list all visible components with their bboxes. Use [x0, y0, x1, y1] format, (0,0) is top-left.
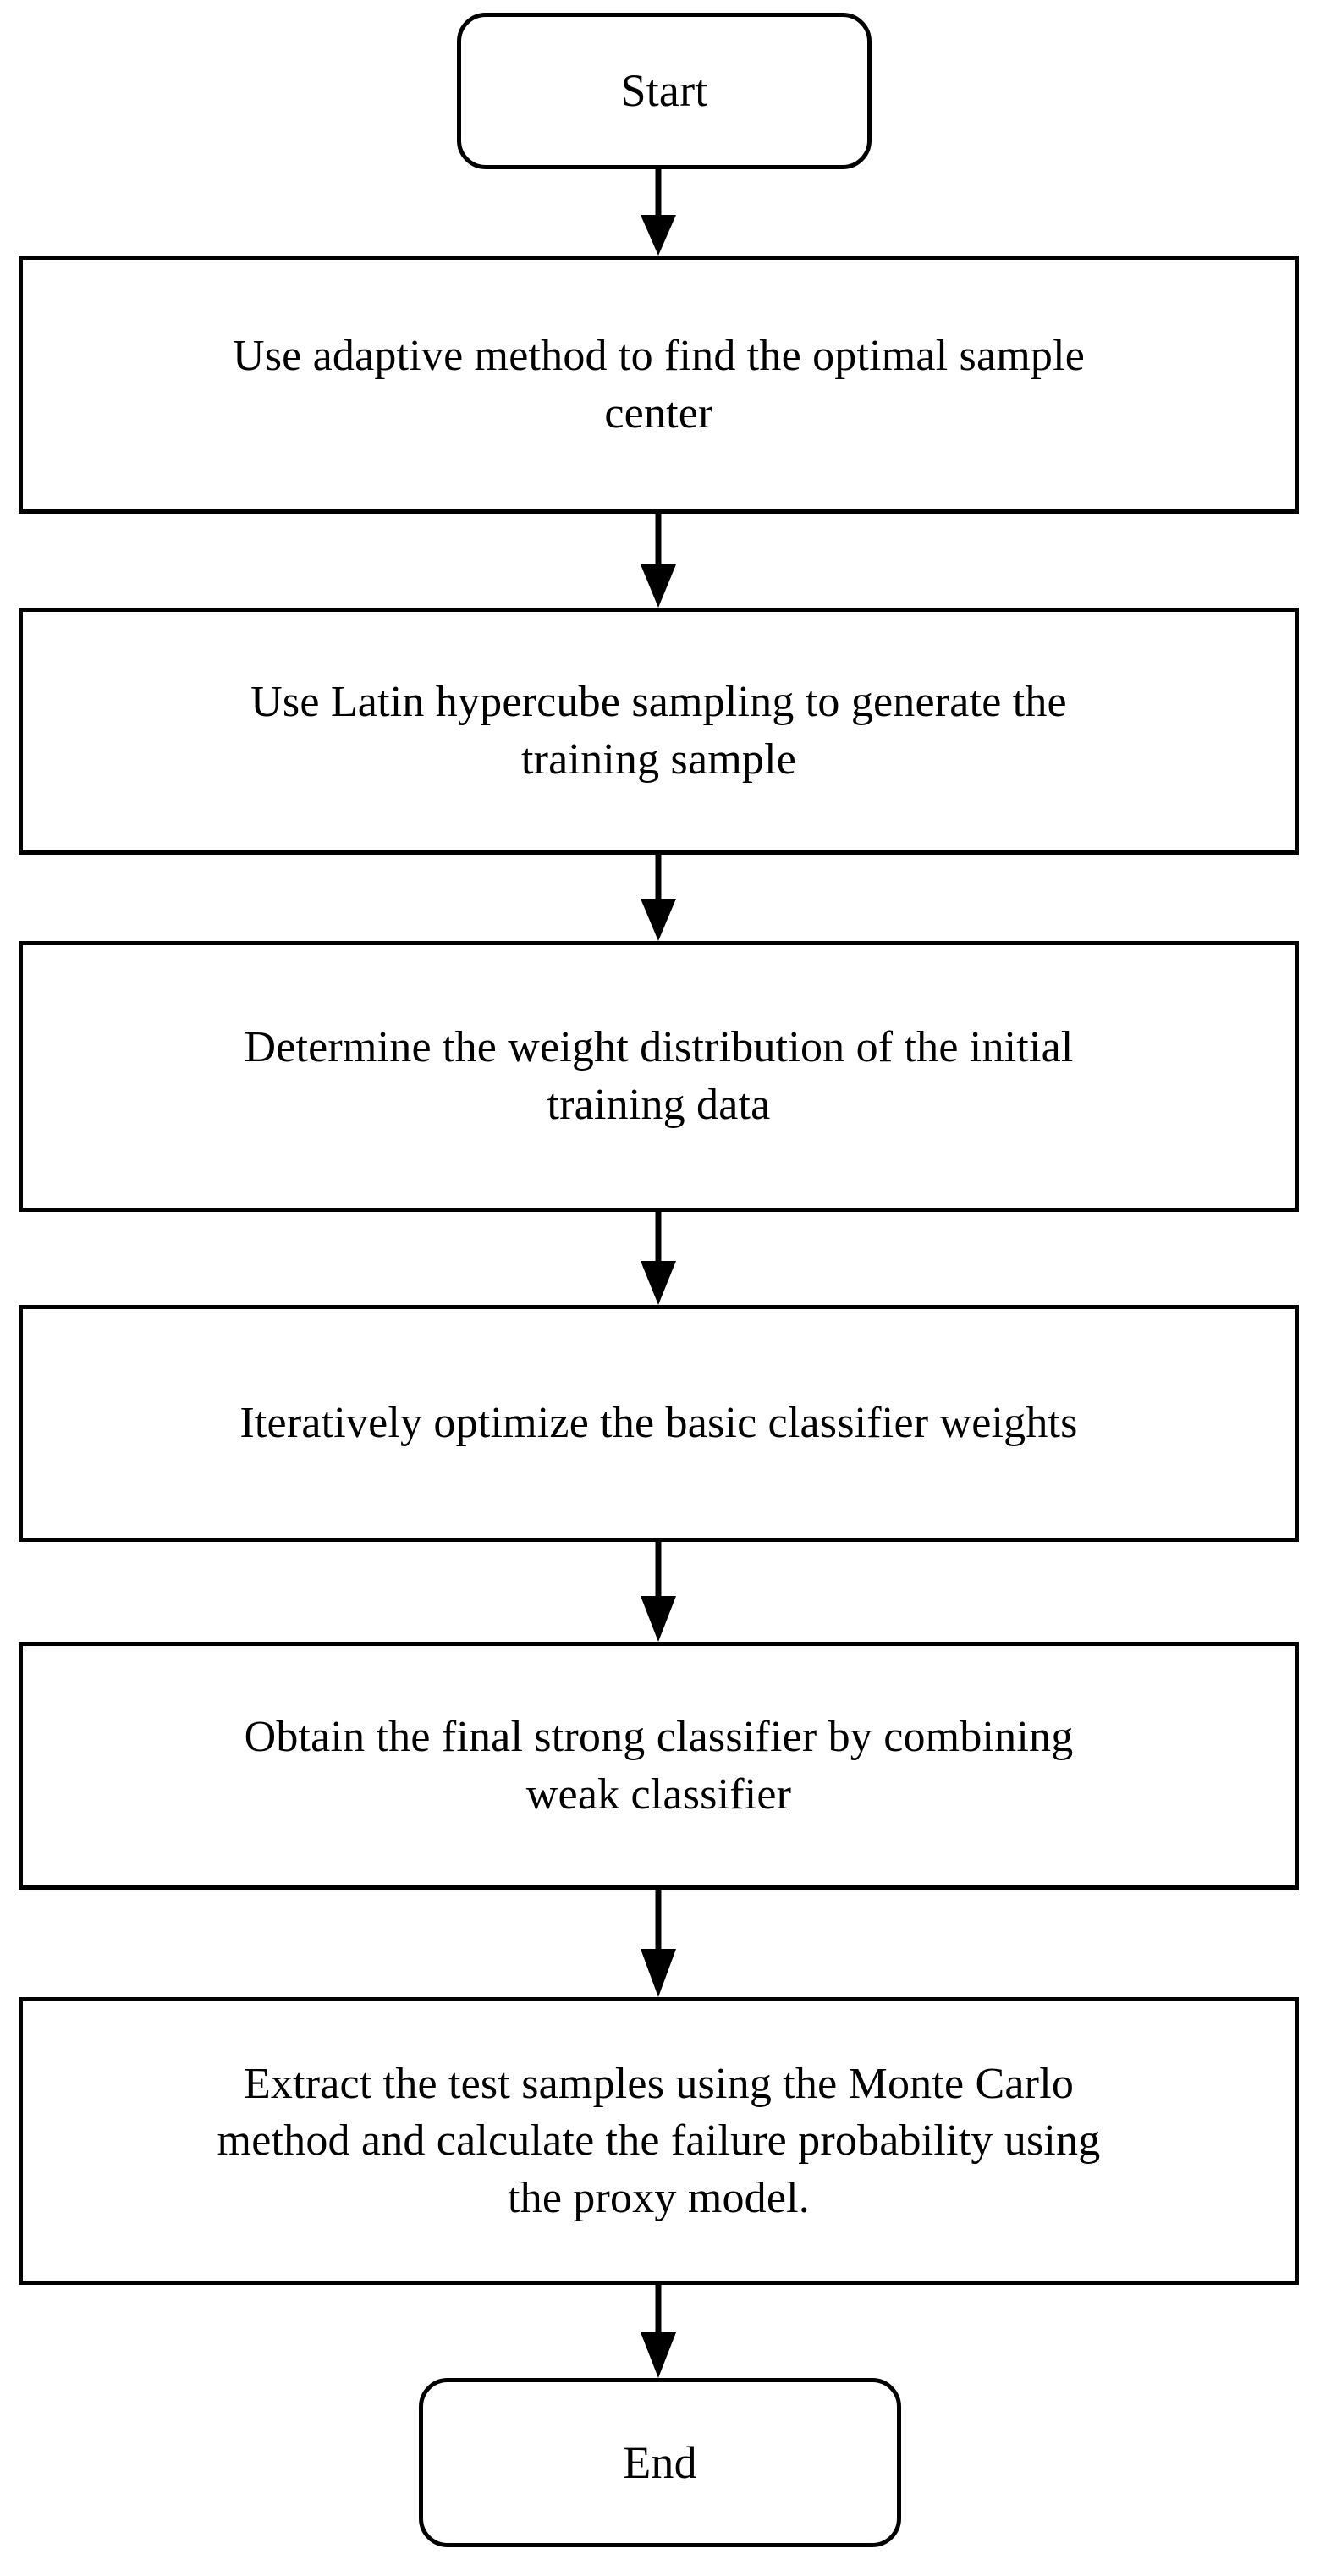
- node-step2-label: Use Latin hypercube sampling to generate…: [250, 678, 1067, 784]
- node-end[interactable]: End: [419, 2378, 901, 2547]
- node-step2[interactable]: Use Latin hypercube sampling to generate…: [19, 608, 1299, 855]
- node-end-label: End: [623, 2436, 697, 2488]
- node-step6[interactable]: Extract the test samples using the Monte…: [19, 1997, 1299, 2285]
- node-step6-label: Extract the test samples using the Monte…: [217, 2059, 1101, 2222]
- node-step3[interactable]: Determine the weight distribution of the…: [19, 941, 1299, 1212]
- node-step5[interactable]: Obtain the final strong classifier by co…: [19, 1642, 1299, 1890]
- node-start[interactable]: Start: [457, 13, 872, 169]
- node-step4[interactable]: Iteratively optimize the basic classifie…: [19, 1305, 1299, 1542]
- node-step1[interactable]: Use adaptive method to find the optimal …: [19, 256, 1299, 514]
- node-start-label: Start: [620, 65, 708, 117]
- node-step5-label: Obtain the final strong classifier by co…: [244, 1712, 1074, 1819]
- node-step4-label: Iteratively optimize the basic classifie…: [239, 1399, 1078, 1448]
- node-step3-label: Determine the weight distribution of the…: [244, 1023, 1074, 1129]
- node-step1-label: Use adaptive method to find the optimal …: [232, 331, 1086, 438]
